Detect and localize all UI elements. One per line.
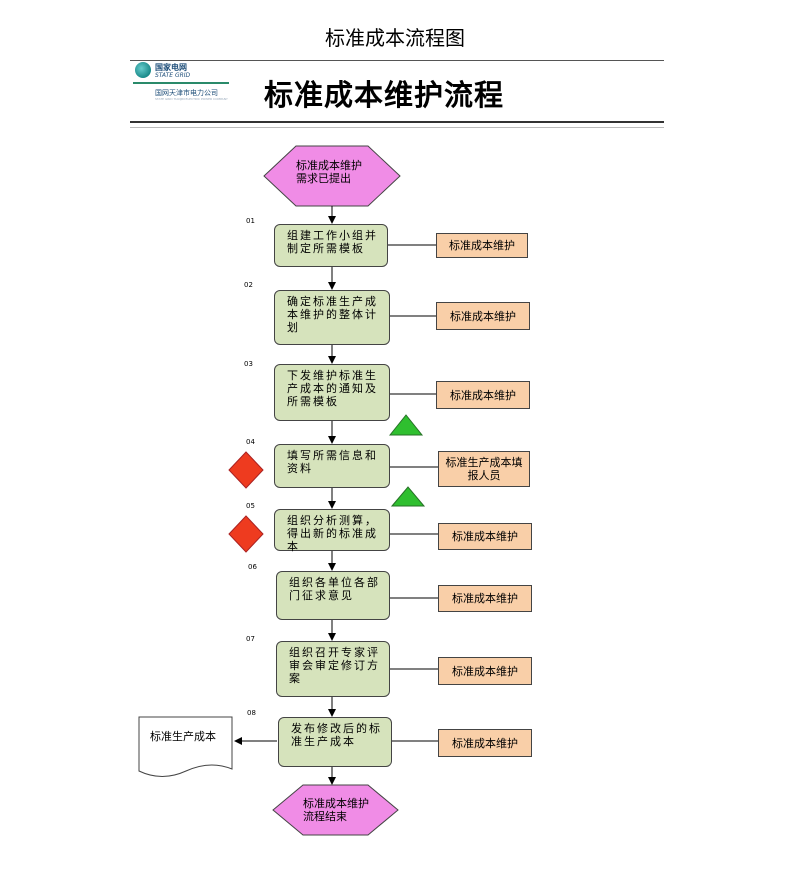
page-title: 标准成本流程图 — [325, 26, 465, 50]
step-number: 01 — [246, 217, 255, 225]
logo-divider — [133, 82, 229, 84]
risk-diamond-icon — [228, 451, 264, 489]
control-triangle-icon — [388, 414, 424, 436]
step-number: 02 — [244, 281, 253, 289]
logo-line1: 国家电网 — [155, 63, 187, 72]
process-step: 下发维护标准生产成本的通知及所需模板 — [274, 364, 390, 421]
flowchart-title: 标准成本维护流程 — [264, 78, 505, 112]
control-triangle-icon — [390, 486, 426, 507]
process-step: 填写所需信息和资料 — [274, 444, 390, 488]
start-terminal-label: 标准成本维护需求已提出 — [296, 159, 362, 185]
logo-line3: 国网天津市电力公司 — [155, 89, 218, 97]
step-number: 07 — [246, 635, 255, 643]
process-step: 组建工作小组并制定所需模板 — [274, 224, 388, 267]
risk-diamond-icon — [228, 515, 264, 553]
logo-mark-icon — [135, 62, 151, 78]
header-shadow-rule — [130, 127, 664, 128]
role-box: 标准成本维护 — [438, 585, 532, 612]
output-document-shape — [138, 716, 233, 777]
role-box: 标准成本维护 — [436, 302, 530, 330]
process-step: 组织各单位各部门征求意见 — [276, 571, 390, 620]
end-terminal — [272, 784, 399, 836]
company-logo: 国家电网 STATE GRID 国网天津市电力公司 STATE GRID TIA… — [133, 60, 229, 102]
process-step: 发布修改后的标准生产成本 — [278, 717, 392, 767]
step-number: 08 — [247, 709, 256, 717]
start-terminal — [263, 145, 401, 207]
process-step: 确定标准生产成本维护的整体计划 — [274, 290, 390, 345]
logo-line4: STATE GRID TIANJIN ELECTRIC POWER COMPAN… — [155, 97, 228, 101]
role-box: 标准成本维护 — [436, 381, 530, 409]
step-number: 04 — [246, 438, 255, 446]
role-box: 标准成本维护 — [436, 233, 528, 258]
output-document-label: 标准生产成本 — [150, 730, 216, 743]
role-box: 标准成本维护 — [438, 523, 532, 550]
step-number: 03 — [244, 360, 253, 368]
role-box: 标准成本维护 — [438, 729, 532, 757]
header-top-rule — [130, 60, 664, 61]
logo-line2: STATE GRID — [155, 72, 191, 79]
role-box: 标准成本维护 — [438, 657, 532, 685]
step-number: 05 — [246, 502, 255, 510]
header-bottom-rule — [130, 121, 664, 123]
process-step: 组织召开专家评审会审定修订方案 — [276, 641, 390, 697]
step-number: 06 — [248, 563, 257, 571]
role-box: 标准生产成本填报人员 — [438, 451, 530, 487]
process-step: 组织分析测算，得出新的标准成本 — [274, 509, 390, 553]
end-terminal-label: 标准成本维护流程结束 — [303, 797, 369, 823]
